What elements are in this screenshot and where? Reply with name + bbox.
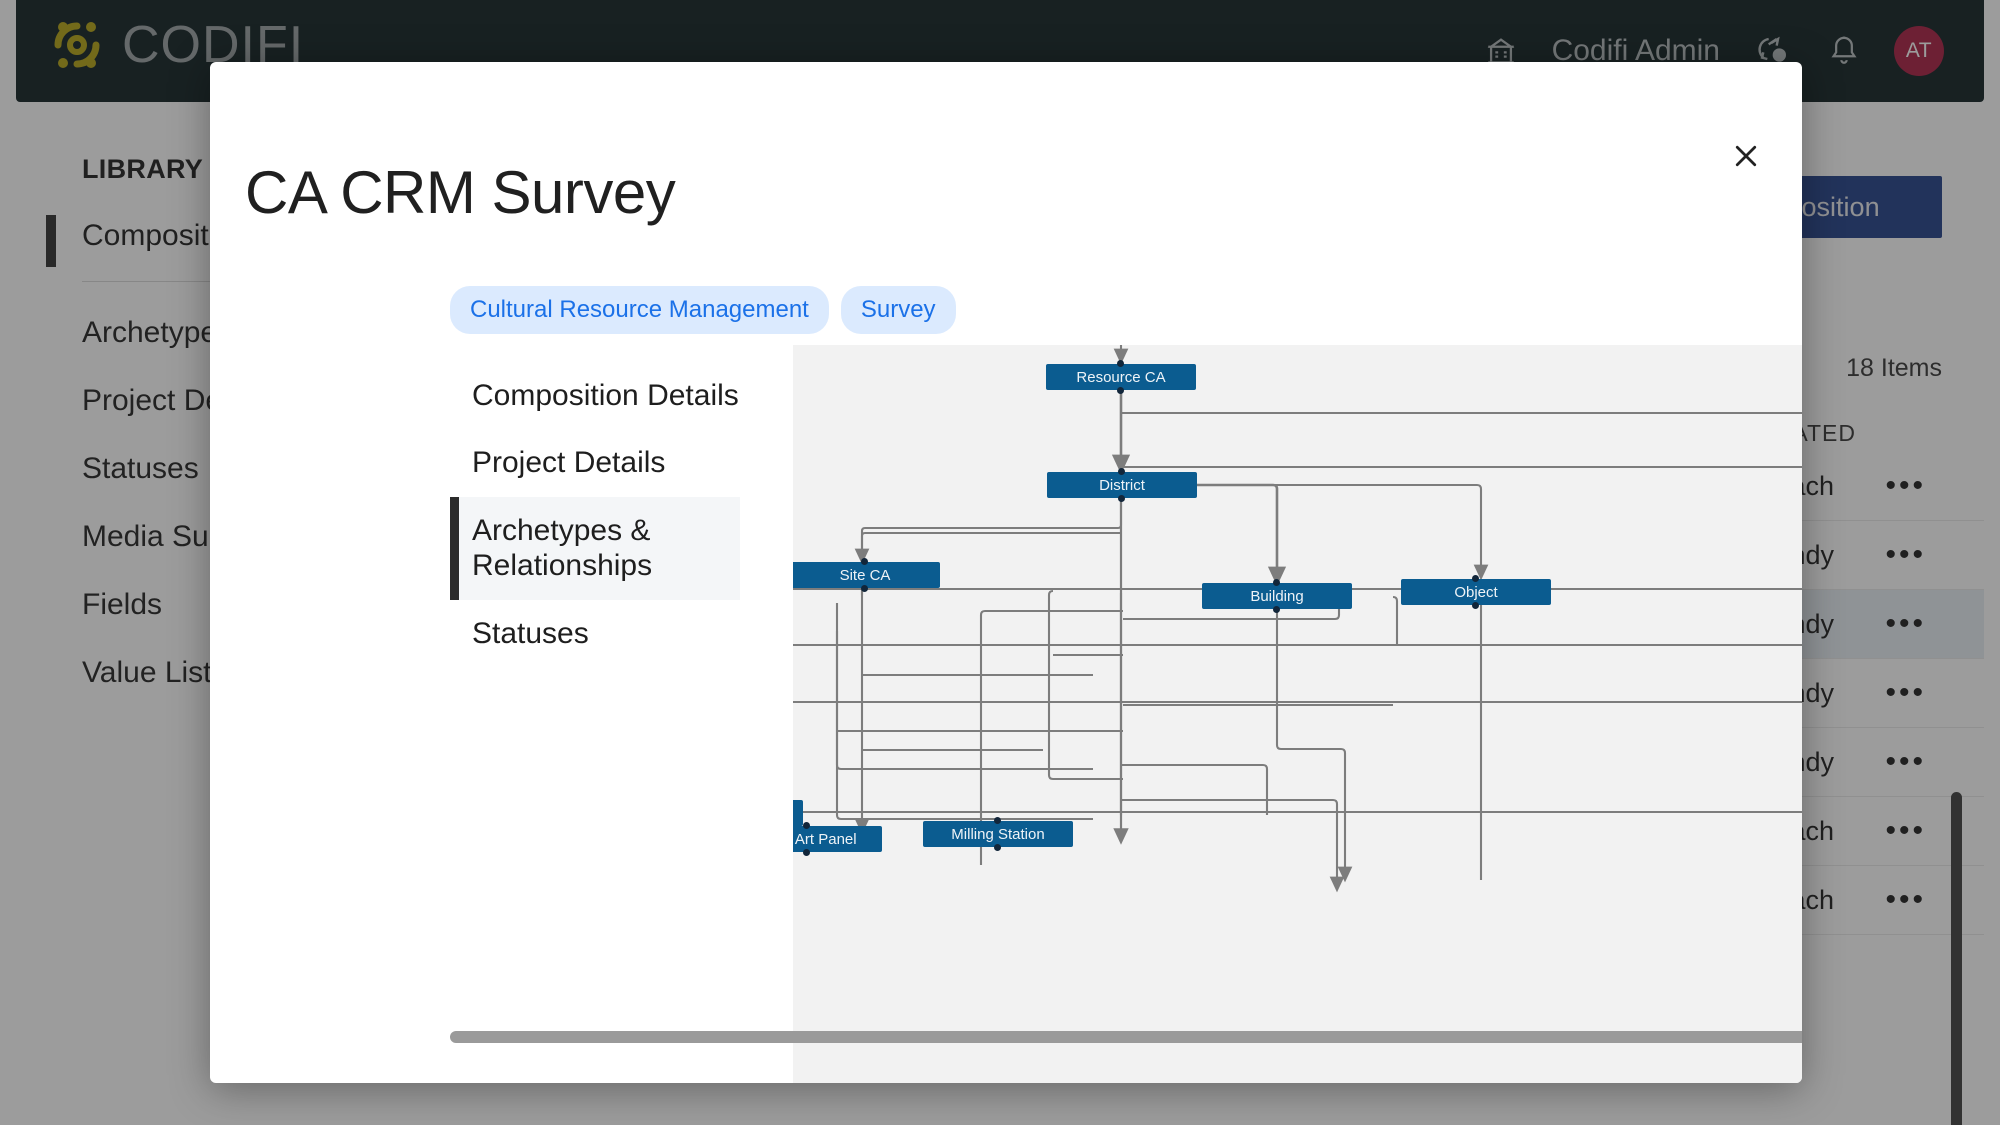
graph-node-district[interactable]: District: [1047, 468, 1197, 502]
connector-dot: [1472, 602, 1479, 609]
composition-modal: CA CRM Survey Cultural Resource Manageme…: [210, 62, 1802, 1083]
badge-category: Cultural Resource Management: [450, 286, 829, 334]
nav-item-label: Archetypes & Relationships: [472, 513, 653, 583]
graph-node-resource-ca[interactable]: Resource CA: [1046, 360, 1196, 394]
graph-node-label: Resource CA: [1076, 368, 1166, 386]
sidebar-item-statuses[interactable]: Statuses: [82, 452, 199, 485]
nav-item-statuses[interactable]: Statuses: [472, 616, 589, 650]
graph-node-clipped[interactable]: e: [793, 800, 803, 826]
graph-node-label: Rock Art Panel: [793, 830, 857, 848]
connector-dot: [1472, 575, 1479, 582]
graph-node-label: District: [1099, 476, 1145, 494]
connector-dot: [994, 817, 1001, 824]
connector-dot: [803, 849, 810, 856]
nav-item-project-details[interactable]: Project Details: [472, 446, 666, 480]
modal-nav: Composition Details Project Details Arch…: [450, 362, 740, 667]
page-title: CA CRM Survey: [245, 159, 676, 226]
connector-dot: [1118, 495, 1125, 502]
graph-node-milling-station[interactable]: Milling Station: [923, 817, 1073, 851]
scrollbar-thumb[interactable]: [450, 1031, 1802, 1043]
admin-name-label: Codifi Admin: [1551, 34, 1720, 67]
connector-dot: [1117, 387, 1124, 394]
row-menu-icon[interactable]: •••: [1885, 745, 1926, 778]
cloud-sync-icon[interactable]: [1754, 34, 1794, 68]
badge-type: Survey: [840, 286, 956, 334]
nav-item-composition-details[interactable]: Composition Details: [472, 379, 739, 412]
graph-node-label: Site CA: [839, 566, 891, 584]
row-menu-icon[interactable]: •••: [1885, 538, 1926, 571]
nav-item-archetypes-relationships[interactable]: Archetypes & Relationships: [450, 496, 740, 600]
graph-edges: [793, 345, 1802, 893]
connector-dot: [861, 558, 868, 565]
close-icon[interactable]: [1724, 134, 1768, 178]
row-menu-icon[interactable]: •••: [1885, 883, 1926, 916]
sidebar-item-fields[interactable]: Fields: [82, 588, 163, 621]
graph-node-label: Object: [1454, 583, 1498, 601]
row-menu-icon[interactable]: •••: [1885, 814, 1926, 847]
row-menu-icon[interactable]: •••: [1885, 676, 1926, 709]
active-indicator-bar: [450, 496, 459, 600]
connector-dot: [1273, 579, 1280, 586]
connector-dot: [1117, 360, 1124, 367]
bell-icon[interactable]: [1828, 34, 1860, 68]
connector-dot: [803, 822, 810, 829]
connector-dot: [861, 585, 868, 592]
active-indicator-bar: [46, 215, 56, 267]
graph-node-object[interactable]: Object: [1401, 575, 1551, 609]
graph-node-building[interactable]: Building: [1202, 579, 1352, 613]
connector-dot: [994, 844, 1001, 851]
connector-dot: [1273, 606, 1280, 613]
row-menu-icon[interactable]: •••: [1885, 607, 1926, 640]
graph-node-rock-art-panel[interactable]: Rock Art Panel: [793, 822, 882, 856]
graph-node-label: Milling Station: [951, 825, 1045, 843]
sidebar-item-archetypes[interactable]: Archetypes: [82, 316, 233, 349]
graph-node-label: Building: [1250, 587, 1304, 605]
sidebar-title: LIBRARY: [82, 154, 204, 184]
top-bar-actions: Codifi Admin: [1484, 0, 1944, 102]
avatar[interactable]: AT: [1894, 26, 1944, 76]
items-count-label: 18 Items: [1846, 354, 1942, 382]
connector-dot: [1118, 468, 1125, 475]
sidebar-item-value-lists[interactable]: Value Lists: [82, 656, 227, 689]
codifi-logo-icon: [46, 14, 108, 76]
graph-node-site-ca[interactable]: Site CA: [793, 558, 940, 592]
relationship-graph-canvas[interactable]: Area Resource CA District Site CA Bu: [793, 345, 1802, 1083]
composition-badges: Cultural Resource Management Survey: [450, 286, 956, 334]
table-vertical-scrollbar[interactable]: [1951, 792, 1962, 1125]
row-menu-icon[interactable]: •••: [1885, 469, 1926, 502]
graph-horizontal-scrollbar[interactable]: [450, 1031, 1802, 1043]
